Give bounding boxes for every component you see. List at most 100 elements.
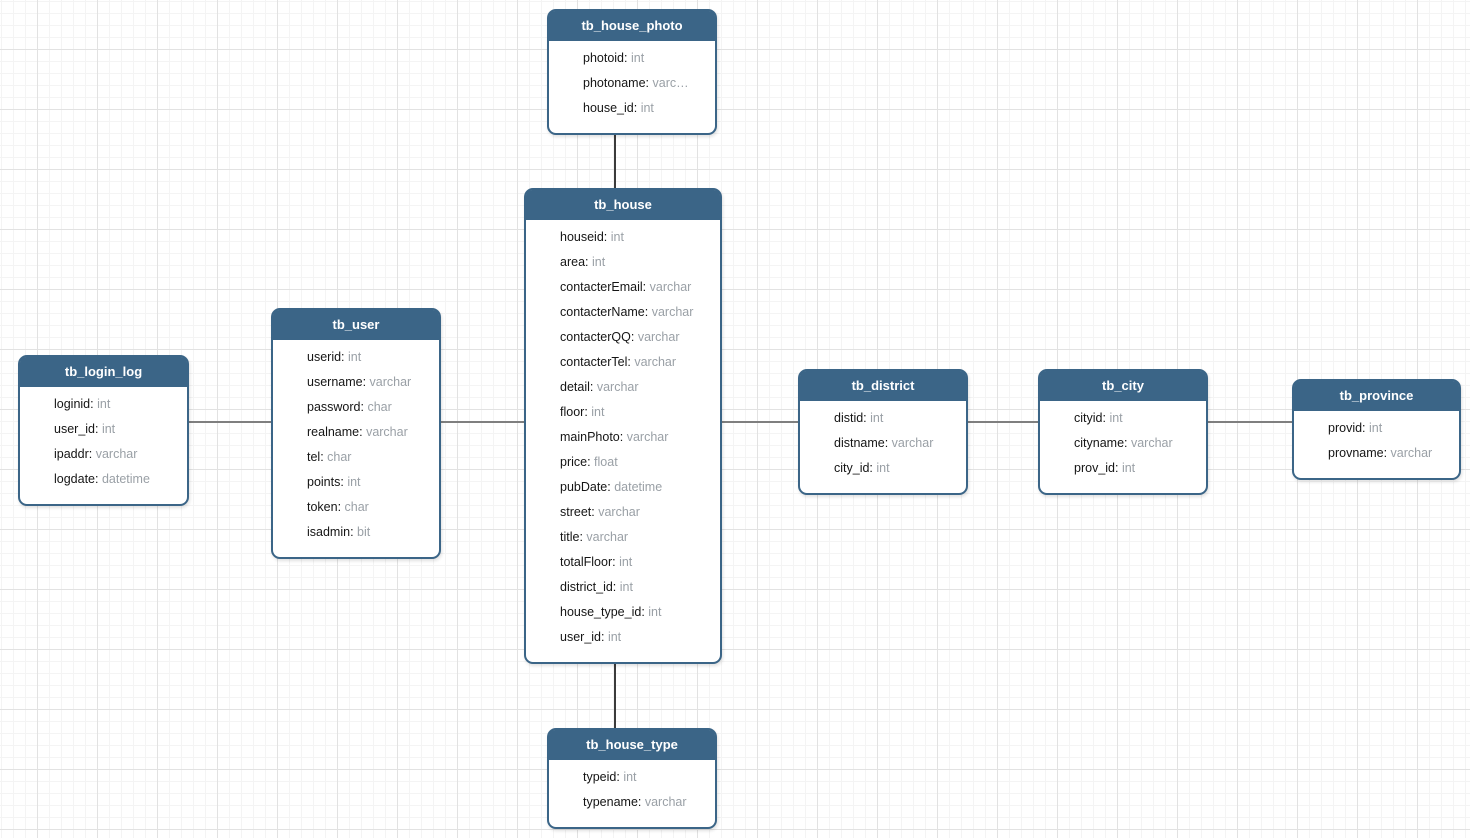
field-type: int <box>876 461 890 475</box>
connector-tb_login_log-tb_user[interactable] <box>185 421 275 423</box>
field-name: userid: <box>307 350 348 364</box>
field-row: user_id: int <box>54 417 181 442</box>
field-row: password: char <box>307 395 433 420</box>
table-title[interactable]: tb_district <box>800 371 966 401</box>
field-name: city_id: <box>834 461 877 475</box>
field-name: district_id: <box>560 580 620 594</box>
field-type: int <box>619 555 633 569</box>
field-row: street: varchar <box>560 500 714 525</box>
field-row: house_type_id: int <box>560 600 714 625</box>
field-row: user_id: int <box>560 625 714 650</box>
field-row: contacterTel: varchar <box>560 350 714 375</box>
field-row: provid: int <box>1328 416 1453 441</box>
field-row: distid: int <box>834 406 960 431</box>
table-title[interactable]: tb_login_log <box>20 357 187 387</box>
table-tb_district[interactable]: tb_district distid: int distname: varchar… <box>798 369 968 495</box>
field-name: user_id: <box>560 630 608 644</box>
field-name: username: <box>307 375 370 389</box>
table-fields: distid: int distname: varchar city_id: int <box>800 401 966 493</box>
field-name: cityid: <box>1074 411 1110 425</box>
field-name: typename: <box>583 795 645 809</box>
field-name: detail: <box>560 380 597 394</box>
field-type: varchar <box>891 436 934 450</box>
field-name: token: <box>307 500 345 514</box>
table-title[interactable]: tb_province <box>1294 381 1459 411</box>
field-row: photoid: int <box>583 46 709 71</box>
field-name: isadmin: <box>307 525 358 539</box>
table-title[interactable]: tb_user <box>273 310 439 340</box>
field-row: price: float <box>560 450 714 475</box>
field-row: typeid: int <box>583 765 709 790</box>
field-name: distname: <box>834 436 892 450</box>
field-row: typename: varchar <box>583 790 709 815</box>
table-title[interactable]: tb_house_photo <box>549 11 715 41</box>
table-title[interactable]: tb_house <box>526 190 720 220</box>
field-row: area: int <box>560 250 714 275</box>
field-type: float <box>594 455 618 469</box>
field-row: house_id: int <box>583 96 709 121</box>
field-type: varchar <box>637 330 680 344</box>
field-type: varchar <box>366 425 408 439</box>
field-type: char <box>344 500 369 514</box>
field-type: int <box>623 770 637 784</box>
field-row: floor: int <box>560 400 714 425</box>
field-row: mainPhoto: varchar <box>560 425 714 450</box>
field-row: realname: varchar <box>307 420 433 445</box>
field-row: logdate: datetime <box>54 467 181 492</box>
field-type: int <box>607 630 622 644</box>
field-type: varchar <box>369 375 412 389</box>
field-type: varchar <box>649 280 692 294</box>
field-name: loginid: <box>54 397 98 411</box>
field-type: int <box>591 405 605 419</box>
field-type: int <box>1121 461 1136 475</box>
field-name: price: <box>560 455 595 469</box>
field-type: varchar <box>651 305 694 319</box>
field-row: ipaddr: varchar <box>54 442 181 467</box>
connector-tb_city-tb_province[interactable] <box>1204 421 1296 423</box>
field-name: cityname: <box>1074 436 1131 450</box>
connector-tb_user-tb_house[interactable] <box>437 421 528 423</box>
field-type: datetime <box>614 480 663 494</box>
field-name: realname: <box>307 425 367 439</box>
field-row: provname: varchar <box>1328 441 1453 466</box>
table-title[interactable]: tb_city <box>1040 371 1206 401</box>
field-name: distid: <box>834 411 871 425</box>
field-type: varchar <box>586 530 629 544</box>
field-name: user_id: <box>54 422 102 436</box>
field-type: int <box>610 230 624 244</box>
field-type: int <box>630 51 645 65</box>
field-row: tel: char <box>307 445 433 470</box>
connector-tb_house-tb_district[interactable] <box>718 421 802 423</box>
field-name: photoname: <box>583 76 653 90</box>
field-type: int <box>870 411 884 425</box>
field-name: street: <box>560 505 599 519</box>
connector-tb_district-tb_city[interactable] <box>964 421 1042 423</box>
field-type: varchar <box>1130 436 1173 450</box>
field-type: varchar <box>644 795 687 809</box>
field-name: house_id: <box>583 101 641 115</box>
field-name: title: <box>560 530 587 544</box>
field-row: totalFloor: int <box>560 550 714 575</box>
field-type: datetime <box>101 472 150 486</box>
connector-tb_house-tb_house_type[interactable] <box>614 660 616 732</box>
field-name: password: <box>307 400 368 414</box>
connector-tb_house_photo-tb_house[interactable] <box>614 131 616 191</box>
field-name: mainPhoto: <box>560 430 627 444</box>
field-name: provname: <box>1328 446 1391 460</box>
table-title[interactable]: tb_house_type <box>549 730 715 760</box>
field-name: contacterQQ: <box>560 330 638 344</box>
field-name: pubDate: <box>560 480 615 494</box>
